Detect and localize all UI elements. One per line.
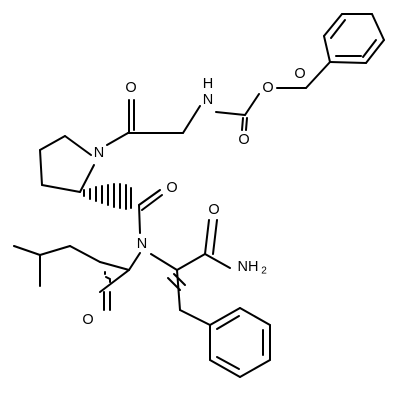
- ester-carbonyl-oxygen-label: O: [294, 66, 305, 82]
- carbamate-hydrogen-label: H: [203, 76, 213, 92]
- proline-ring: [39, 135, 95, 193]
- carbamate-nitrogen-label: N: [203, 92, 213, 108]
- amide-nitrogen-label: N: [137, 236, 147, 252]
- benzyl-ring: [323, 13, 385, 64]
- ester-oxygen-label: O: [262, 80, 273, 96]
- amine-subscript-label: 2: [261, 266, 267, 277]
- proline-nitrogen-label: N: [94, 145, 104, 161]
- carbamate-carbonyl-oxygen-label: O: [238, 132, 249, 148]
- glycine-oxygen-label: O: [125, 80, 136, 96]
- amide-oxygen-label: O: [208, 202, 219, 218]
- proline-carbonyl: [83, 183, 163, 234]
- aldehyde-oxygen-label: O: [82, 312, 93, 328]
- leucinal-fragment: [13, 245, 130, 311]
- amide-n-bonds: [128, 252, 178, 271]
- glycine-carbonyl: [106, 99, 184, 146]
- carbamate-group: [182, 61, 331, 134]
- phenylalaninamide-fragment: [167, 219, 231, 326]
- amine-nitrogen-label: NH: [238, 259, 259, 275]
- proline-oxygen-label: O: [166, 180, 177, 196]
- phenyl-ring: [209, 307, 271, 378]
